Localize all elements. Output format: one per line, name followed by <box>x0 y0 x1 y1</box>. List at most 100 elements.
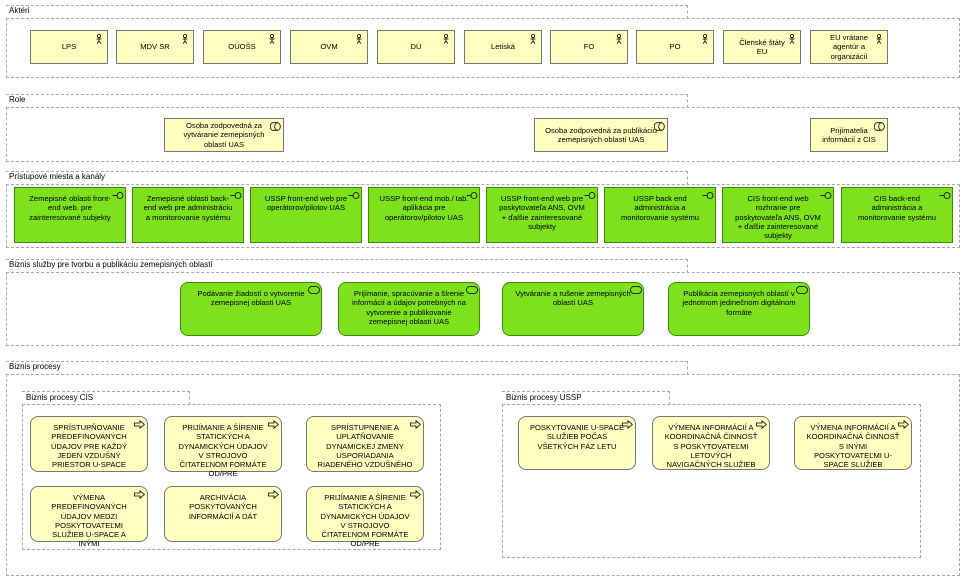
process-box[interactable]: SPRÍSTUPŇOVANIE PREDEFINOVANÝCH ÚDAJOV P… <box>30 416 148 472</box>
interface-icon <box>466 191 478 200</box>
actor-box[interactable]: LPS <box>30 30 108 64</box>
group-title-pristupove: Prístupové miesta a kanály <box>9 172 106 181</box>
actor-label: Letiská <box>490 42 516 52</box>
process-box[interactable]: SPRÍSTUPNENIE A UPLATŇOVANIE DYNAMICKEJ … <box>306 416 424 472</box>
process-arrow-icon <box>268 420 279 429</box>
actor-box[interactable]: Letiská <box>464 30 542 64</box>
interface-label: USSP front-end mob./ tab. aplikácia pre … <box>379 194 469 222</box>
group-tab-biznis-sluzby <box>6 259 688 273</box>
role-icon <box>654 122 665 131</box>
actor-label: PO <box>669 42 681 52</box>
actor-label: FO <box>583 42 595 52</box>
interface-box[interactable]: USSP front-end web pre poskytovateľa ANS… <box>486 187 598 243</box>
interface-icon <box>584 191 596 200</box>
actor-box[interactable]: OÚOŠS <box>203 30 281 64</box>
group-tab-role <box>6 94 688 108</box>
actor-box[interactable]: Členské štáty EU <box>723 30 801 64</box>
actor-icon <box>700 34 710 44</box>
actor-label: OÚOŠS <box>228 42 256 52</box>
process-box[interactable]: ARCHIVÁCIA POSKYTOVANÝCH INFORMÁCIÍ A DÁ… <box>164 486 282 542</box>
interface-label: Zemepisné oblasti front-end web. pre zai… <box>29 194 111 222</box>
interface-box[interactable]: USSP front-end web pre operátorov/piloto… <box>250 187 362 243</box>
service-icon <box>466 286 478 295</box>
group-title-biznis-procesy: Biznis procesy <box>9 362 61 371</box>
actor-label: EU vrátane agentúr a organizácií <box>830 33 868 61</box>
interface-icon <box>820 191 832 200</box>
service-label: Publikácia zemepisných oblastí v jednotn… <box>682 289 796 317</box>
actor-box[interactable]: DÚ <box>377 30 455 64</box>
actor-box[interactable]: MDV SR <box>116 30 194 64</box>
process-box[interactable]: PRIJÍMANIE A ŠÍRENIE STATICKÝCH A DYNAMI… <box>164 416 282 478</box>
interface-box[interactable]: CIS front-end web rozhranie pre poskytov… <box>722 187 834 243</box>
actor-icon <box>180 34 190 44</box>
process-label: ARCHIVÁCIA POSKYTOVANÝCH INFORMÁCIÍ A DÁ… <box>188 493 258 521</box>
process-arrow-icon <box>622 420 633 429</box>
group-biznis-procesy <box>6 374 960 576</box>
role-box[interactable]: Osoba zodpovedná za vytváranie zemepisný… <box>164 118 284 152</box>
group-aktori <box>6 18 960 78</box>
service-icon <box>796 286 808 295</box>
service-icon <box>630 286 642 295</box>
interface-box[interactable]: Zemepisné oblasti front-end web. pre zai… <box>14 187 126 243</box>
group-tab-procesy-cis <box>22 391 190 405</box>
actor-label: DÚ <box>410 42 422 52</box>
actor-box[interactable]: PO <box>636 30 714 64</box>
actor-label: OVM <box>320 42 338 52</box>
group-biznis-sluzby <box>6 272 960 346</box>
role-box[interactable]: Prijímatelia informácií z CIS <box>810 118 888 152</box>
process-box[interactable]: PRIJÍMANIE A ŠÍRENIE STATICKÝCH A DYNAMI… <box>306 486 424 548</box>
process-label: PRIJÍMANIE A ŠÍRENIE STATICKÝCH A DYNAMI… <box>178 423 268 479</box>
actor-box[interactable]: OVM <box>290 30 368 64</box>
interface-label: USSP front-end web pre poskytovateľa ANS… <box>499 194 585 231</box>
interface-box[interactable]: CIS back-end administrácia a monitorovan… <box>841 187 953 243</box>
actor-icon <box>528 34 538 44</box>
process-label: VÝMENA PREDEFINOVANÝCH ÚDAJOV MEDZI POSK… <box>51 493 127 549</box>
service-box[interactable]: Podávanie žiadostí o vytvorenie zemepisn… <box>180 282 322 336</box>
role-label: Osoba zodpovedná za vytváranie zemepisný… <box>183 121 265 149</box>
group-title-aktori: Aktéri <box>9 6 30 15</box>
group-role <box>6 107 960 162</box>
role-label: Osoba zodpovedná za publikáciu zemepisný… <box>545 125 657 144</box>
group-tab-biznis-procesy <box>6 361 688 375</box>
process-box[interactable]: VÝMENA INFORMÁCIÍ A KOORDINAČNÁ ČINNOSŤ … <box>794 416 912 470</box>
actor-box[interactable]: FO <box>550 30 628 64</box>
process-box[interactable]: POSKYTOVANIE U-SPACE SLUŽIEB POČAS VŠETK… <box>518 416 636 470</box>
group-procesy-ussp <box>502 404 921 558</box>
process-label: PRIJÍMANIE A ŠÍRENIE STATICKÝCH A DYNAMI… <box>320 493 410 549</box>
role-box[interactable]: Osoba zodpovedná za publikáciu zemepisný… <box>534 118 668 152</box>
process-label: POSKYTOVANIE U-SPACE SLUŽIEB POČAS VŠETK… <box>529 423 625 451</box>
process-arrow-icon <box>134 490 145 499</box>
service-box[interactable]: Prijímanie, spracúvanie a šírenie inform… <box>338 282 480 336</box>
interface-box[interactable]: USSP front-end mob./ tab. aplikácia pre … <box>368 187 480 243</box>
actor-icon <box>787 34 797 44</box>
group-title-biznis-sluzby: Biznis služby pre tvorbu a publikáciu ze… <box>9 260 213 269</box>
group-tab-pristupove <box>6 171 688 185</box>
service-box[interactable]: Vytváranie a rušenie zemepisných oblastí… <box>502 282 644 336</box>
service-icon <box>308 286 320 295</box>
service-box[interactable]: Publikácia zemepisných oblastí v jednotn… <box>668 282 810 336</box>
interface-box[interactable]: USSP back end administrácia a monitorova… <box>604 187 716 243</box>
process-arrow-icon <box>410 490 421 499</box>
process-box[interactable]: VÝMENA PREDEFINOVANÝCH ÚDAJOV MEDZI POSK… <box>30 486 148 548</box>
process-label: SPRÍSTUPŇOVANIE PREDEFINOVANÝCH ÚDAJOV P… <box>51 423 127 470</box>
process-arrow-icon <box>410 420 421 429</box>
actor-icon <box>441 34 451 44</box>
service-label: Podávanie žiadostí o vytvorenie zemepisn… <box>197 289 305 308</box>
service-label: Prijímanie, spracúvanie a šírenie inform… <box>352 289 466 326</box>
group-tab-procesy-ussp <box>502 391 670 405</box>
process-arrow-icon <box>756 420 767 429</box>
group-procesy-cis <box>22 404 441 550</box>
interface-icon <box>230 191 242 200</box>
actor-box[interactable]: EU vrátane agentúr a organizácií <box>810 30 888 64</box>
process-arrow-icon <box>134 420 145 429</box>
process-label: SPRÍSTUPNENIE A UPLATŇOVANIE DYNAMICKEJ … <box>317 423 413 470</box>
process-box[interactable]: VÝMENA INFORMÁCIÍ A KOORDINAČNÁ ČINNOSŤ … <box>652 416 770 470</box>
role-icon <box>874 122 885 131</box>
interface-label: CIS back-end administrácia a monitorovan… <box>857 194 937 222</box>
interface-icon <box>702 191 714 200</box>
interface-box[interactable]: Zemepisné oblasti back-end web pre admin… <box>132 187 244 243</box>
group-title-procesy-ussp: Biznis procesy USSP <box>506 393 582 402</box>
role-icon <box>270 122 281 131</box>
actor-icon <box>874 34 884 44</box>
interface-label: CIS front-end web rozhranie pre poskytov… <box>735 194 821 241</box>
